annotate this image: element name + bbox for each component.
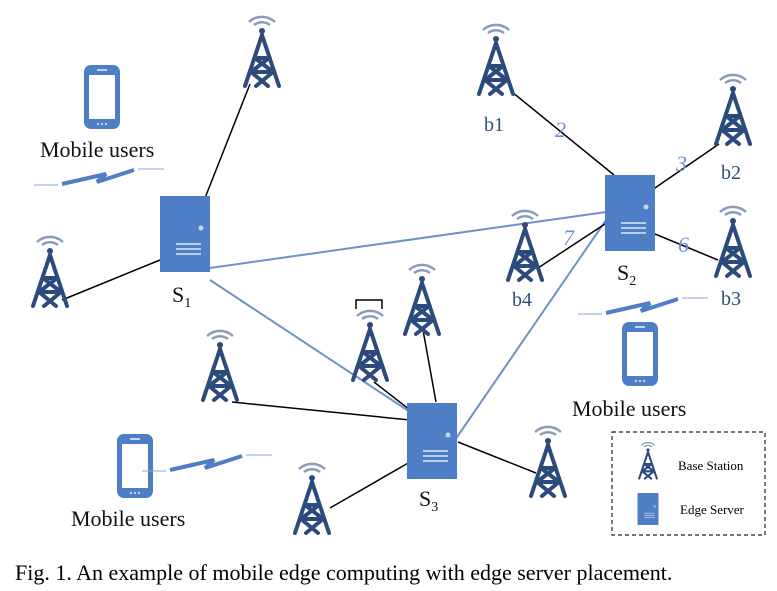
edge-server-icon: [159, 195, 211, 273]
station-links: [61, 83, 720, 509]
link-s2-s3: [454, 219, 607, 441]
server-label-s3: S3: [419, 486, 438, 515]
mobile-phone-icon: [621, 321, 659, 387]
edge-server-icon: [637, 492, 659, 526]
base-station-icon: [201, 328, 239, 402]
link-s1-tower-top: [204, 83, 251, 199]
lightning-icon: [32, 167, 166, 187]
station-label-b4: b4: [512, 289, 532, 311]
base-station-icon: [638, 441, 658, 480]
link-b1-s2: [511, 91, 615, 176]
base-station-icon: [293, 461, 331, 535]
legend-base-station: Base Station: [678, 458, 744, 473]
mobile-phone-icon: [116, 433, 154, 499]
link-b4-s2: [537, 223, 606, 269]
base-station-icon: [31, 234, 69, 308]
link-b3-s2: [654, 233, 719, 261]
base-station-icon: [714, 204, 752, 278]
station-label-b3: b3: [721, 288, 741, 310]
server-label-s2: S2: [617, 260, 636, 289]
mobile-users-label: Mobile users: [71, 506, 185, 531]
link-s1-tower-left: [61, 259, 161, 301]
link-s1-s2: [209, 211, 607, 269]
base-station-icon: [403, 262, 441, 336]
link-s3-tower-b: [373, 381, 411, 411]
edge-server-icon: [604, 174, 656, 252]
link-s3-tower-c: [231, 401, 411, 421]
weight-b1-s2: 2: [555, 117, 566, 142]
station-label-b2: b2: [721, 162, 741, 184]
server-links: [209, 211, 607, 441]
bracket-mark: [355, 299, 383, 309]
link-s1-s3: [209, 279, 411, 413]
base-station-icon: [351, 308, 389, 382]
mobile-users-label: Mobile users: [572, 396, 686, 421]
server-label-s1: S1: [172, 282, 191, 311]
link-s3-tower-a: [422, 329, 437, 403]
base-station-icon: [529, 424, 567, 498]
link-b2-s2: [651, 143, 720, 191]
base-station-icon: [477, 22, 515, 96]
base-station-icon: [243, 14, 281, 88]
link-s3-tower-d: [329, 461, 411, 509]
figure-caption: Fig. 1. An example of mobile edge comput…: [15, 560, 672, 585]
mobile-users-label: Mobile users: [40, 137, 154, 162]
station-label-b1: b1: [484, 114, 504, 136]
link-s3-tower-e: [457, 441, 537, 474]
weight-b4-s2: 7: [563, 225, 575, 250]
legend-box: [611, 431, 766, 536]
lightning-icon: [140, 453, 274, 473]
mobile-phone-icon: [83, 64, 121, 130]
base-station-icon: [714, 72, 752, 146]
edge-server-icon: [406, 402, 458, 480]
weight-b2-s2: 3: [675, 151, 687, 176]
legend: Base Station Edge Server: [611, 431, 766, 536]
lightning-icon: [576, 296, 710, 316]
legend-edge-server: Edge Server: [680, 502, 745, 517]
weight-b3-s2: 6: [678, 232, 689, 257]
